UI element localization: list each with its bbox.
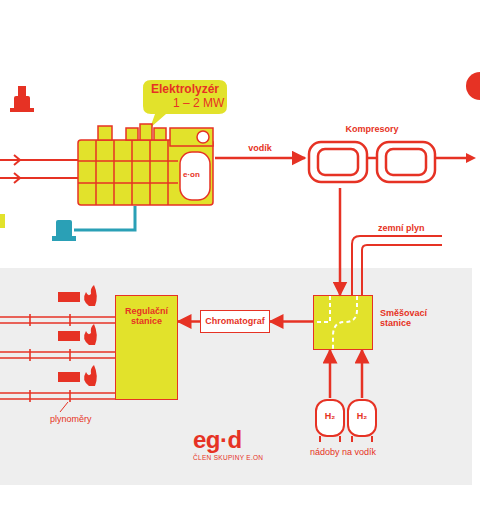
gas-meters (58, 285, 97, 412)
edge-fragment (0, 214, 5, 228)
speech-bubble-node: Elektrolyzér1 – 2 MW (143, 80, 227, 114)
pipe-connector (215, 157, 305, 160)
chromatograph: Chromatograf (200, 310, 270, 333)
part-name: Kompresory (305, 124, 439, 134)
inlet-pipes (0, 155, 78, 183)
compressors: Kompresory (305, 124, 439, 188)
pipe-connector (361, 350, 364, 398)
tank-label: H₂ (314, 411, 346, 421)
box-label: Chromatograf (204, 316, 266, 326)
distribution-region: eg·dČLEN SKUPINY E.ONRegulační staniceCh… (0, 268, 472, 485)
box-label: Směšovací stanice (380, 308, 452, 329)
logo-text: e·on (183, 170, 215, 179)
water-pipe (52, 206, 135, 241)
pipe-connector (339, 188, 342, 295)
pipe-connector (329, 350, 332, 398)
pipe-connector (270, 320, 313, 323)
hydrogen-tank: H₂ (346, 398, 378, 442)
regulating-station: Regulační stanice (115, 295, 178, 400)
hydrogen-tank: H₂ (314, 398, 346, 442)
bubble-heading: Elektrolyzér (151, 83, 219, 97)
grid-region (0, 268, 472, 485)
pipe-connector (178, 320, 200, 323)
pipe-label: zemní plyn (378, 223, 425, 233)
electrolyzer-drawing (78, 124, 213, 205)
speech-bubble (143, 80, 227, 128)
compressor-drawing (309, 142, 435, 182)
part-name: nádoby na vodík (310, 447, 376, 457)
gas-pipe (352, 236, 442, 295)
mixing-station-drawing (313, 295, 373, 350)
consumer-pipes (0, 314, 115, 402)
part-name: plynoměry (50, 414, 92, 424)
water-icon (10, 86, 34, 112)
outlet-pipe (435, 153, 476, 163)
edge-label: vodík (248, 143, 272, 153)
electrolyzer: e·on (78, 126, 215, 206)
mixing-station: Směšovací stanice (313, 295, 373, 350)
tank-label: H₂ (346, 411, 378, 421)
logo-fragment (466, 72, 480, 100)
box-label: Regulační stanice (119, 306, 174, 327)
power-rating: 1 – 2 MW (151, 97, 219, 111)
